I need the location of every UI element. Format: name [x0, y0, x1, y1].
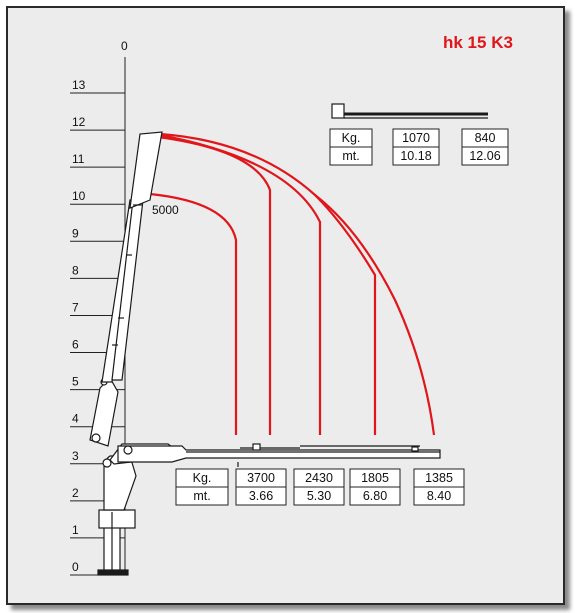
table-main-kg-value: 1385	[425, 471, 453, 485]
scale-label: 10	[72, 189, 86, 203]
jib-drawing	[331, 103, 488, 119]
table-ext-mt-label: mt.	[342, 149, 359, 163]
scale-label: 13	[72, 78, 86, 92]
scale-label: 4	[72, 412, 79, 426]
curve-2430	[157, 135, 272, 435]
scale-label: 6	[72, 338, 79, 352]
table-ext-cell	[461, 146, 509, 166]
scale-label: 1	[72, 523, 79, 537]
table-main-mt-value: 5.30	[307, 489, 331, 503]
table-ext-cell	[392, 146, 440, 166]
crane-rotation-block	[98, 509, 136, 529]
table-ext-mt-value: 10.18	[400, 149, 431, 163]
table-main-mt-value: 6.80	[363, 489, 387, 503]
axis-top-label: 0	[121, 39, 128, 53]
scale-label: 0	[72, 560, 79, 574]
inner-load-label: 5000	[152, 203, 179, 217]
scale-label: 8	[72, 263, 79, 277]
table-main-kg-value: 1805	[361, 471, 389, 485]
curve-1805	[159, 133, 322, 435]
table-main-cell	[293, 486, 345, 506]
table-main-kg-label: Kg.	[193, 471, 212, 485]
crane-inner-boom	[89, 377, 119, 447]
table-ext: Kg. mt. 1070 10.18 840 12.06	[329, 128, 509, 166]
crane-drawing	[89, 131, 441, 576]
table-main-kg-value: 3700	[247, 471, 275, 485]
table-main-header: Kg. mt.	[175, 468, 229, 506]
crane-base-plate	[97, 569, 129, 576]
model-title: hk 15 K3	[443, 33, 513, 52]
table-ext-header: Kg. mt.	[329, 128, 373, 166]
table-main-cell	[349, 486, 401, 506]
scale-label: 11	[72, 152, 85, 166]
scale-label: 9	[72, 226, 79, 240]
crane-vertical-boom-3	[129, 131, 163, 209]
table-main-mt-value: 8.40	[427, 489, 451, 503]
table-main-mt-label: mt.	[193, 489, 210, 503]
table-ext-kg-value: 840	[475, 131, 496, 145]
scale-label: 2	[72, 486, 79, 500]
table-ext-kg-label: Kg.	[342, 131, 361, 145]
jib-base	[331, 103, 345, 119]
table-ext-mt-value: 12.06	[469, 149, 500, 163]
table-main-kg-value: 2430	[305, 471, 333, 485]
table-ext-kg-value: 1070	[402, 131, 430, 145]
scale-label: 7	[72, 300, 79, 314]
load-curves	[149, 132, 436, 436]
scale-label: 12	[72, 115, 86, 129]
table-main: Kg. mt. 3700 3.66 2430 5.30 1805 6.80 1385 8.40	[175, 468, 465, 506]
table-main-cell	[413, 486, 465, 506]
scale-label: 5	[72, 375, 79, 389]
curve-3700	[149, 192, 238, 435]
table-main-cell	[235, 486, 287, 506]
curve-outer	[314, 194, 436, 436]
crane-horizontal-boom	[117, 445, 441, 463]
scale-label: 3	[72, 449, 79, 463]
table-main-mt-value: 3.66	[249, 489, 273, 503]
curve-1385	[159, 132, 377, 435]
